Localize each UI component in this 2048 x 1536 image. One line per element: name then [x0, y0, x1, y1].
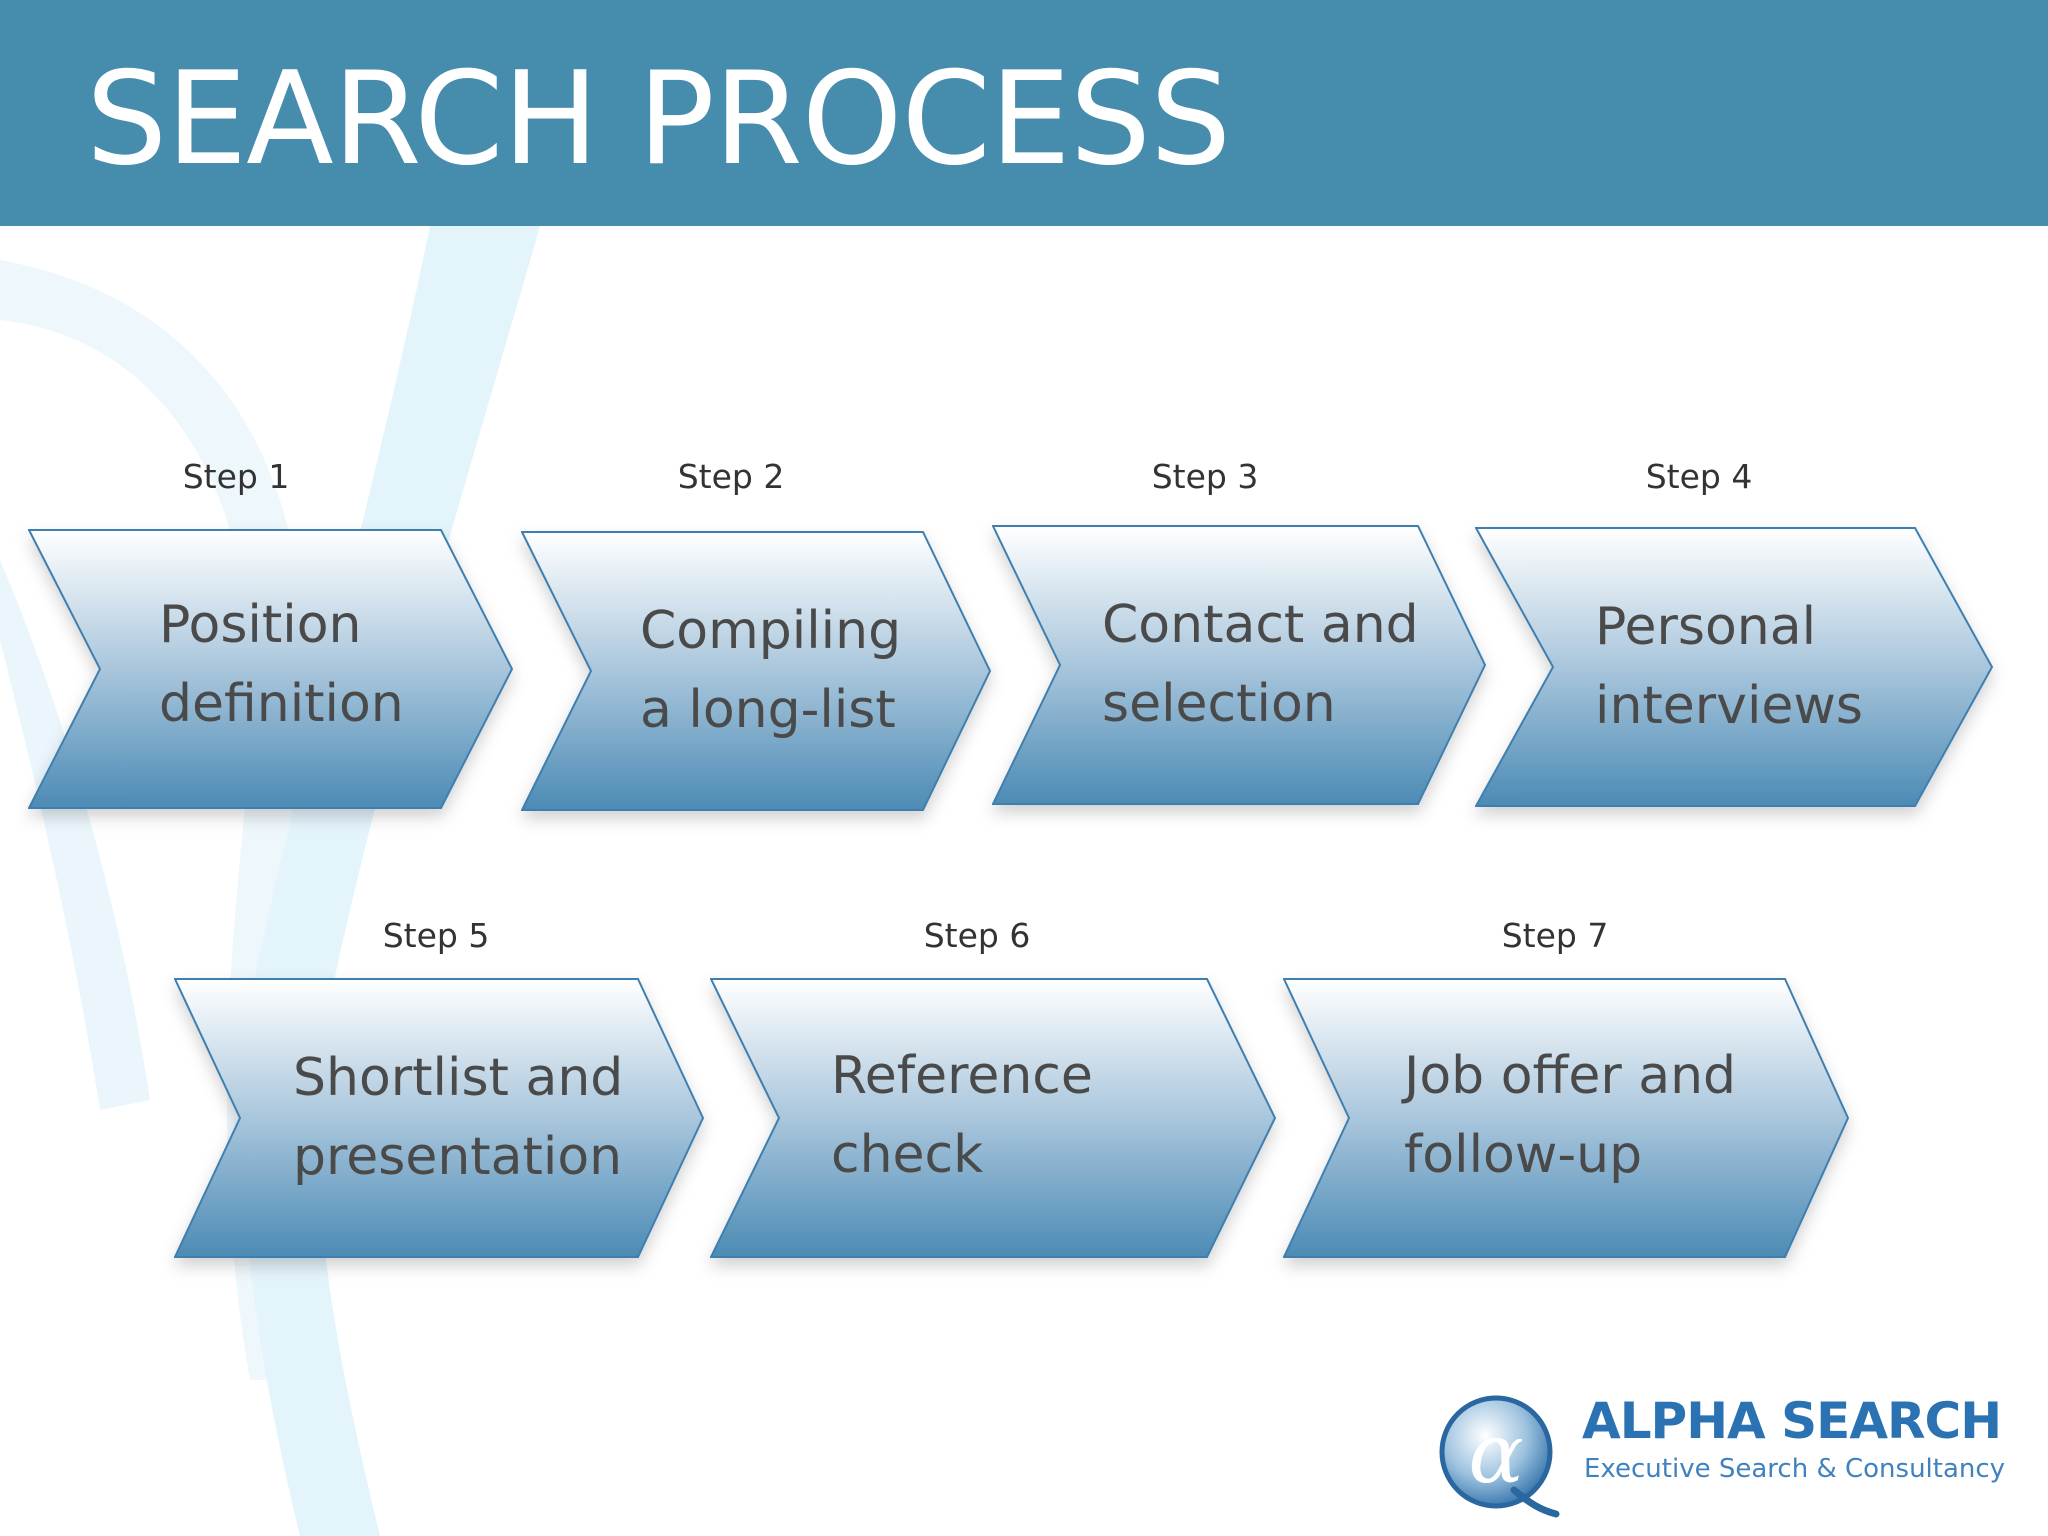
step-2-chevron: Compiling a long-list [521, 530, 993, 812]
step-1-chevron: Position definition [28, 528, 515, 810]
alpha-logo-icon: α [1439, 1395, 1560, 1518]
step-2-text-line-1: Compiling [640, 601, 902, 661]
step-2-label: Step 2 [677, 457, 785, 496]
step-5-text-line-2: presentation [293, 1127, 623, 1187]
step-4-text-line-1: Personal [1595, 597, 1817, 657]
step-7-label: Step 7 [1501, 916, 1609, 955]
logo-tagline: Executive Search & Consultancy [1584, 1454, 2006, 1484]
step-2-text-line-2: a long-list [640, 680, 896, 740]
step-6-label: Step 6 [923, 916, 1031, 955]
step-4-chevron: Personal interviews [1475, 526, 1995, 808]
title-bar: SEARCH PROCESS [0, 0, 2048, 226]
step-3-label: Step 3 [1151, 457, 1259, 496]
step-6-text-line-1: Reference [831, 1046, 1093, 1106]
step-4-text-line-2: interviews [1595, 676, 1863, 736]
step-5-chevron: Shortlist and presentation [174, 977, 706, 1259]
logo-name: ALPHA SEARCH [1582, 1392, 2002, 1450]
step-7-chevron: Job offer and follow-up [1283, 977, 1851, 1259]
step-3-chevron: Contact and selection [992, 524, 1488, 806]
svg-text:α: α [1468, 1407, 1523, 1502]
step-7-text-line-2: follow-up [1404, 1125, 1643, 1185]
step-4-label: Step 4 [1645, 457, 1753, 496]
step-7-text-line-1: Job offer and [1404, 1046, 1737, 1106]
step-6-chevron: Reference check [710, 977, 1278, 1259]
step-3-text-line-2: selection [1102, 674, 1336, 734]
step-1-label: Step 1 [182, 457, 290, 496]
step-5-text-line-1: Shortlist and [293, 1048, 624, 1108]
company-logo: α ALPHA SEARCH Executive Search & Consul… [1436, 1390, 2016, 1525]
step-1-text-line-2: definition [159, 674, 404, 734]
step-5-label: Step 5 [382, 916, 490, 955]
step-6-text-line-2: check [831, 1125, 984, 1185]
page-title: SEARCH PROCESS [86, 45, 1231, 194]
step-1-text-line-1: Position [159, 595, 362, 655]
step-3-text-line-1: Contact and [1102, 595, 1419, 655]
